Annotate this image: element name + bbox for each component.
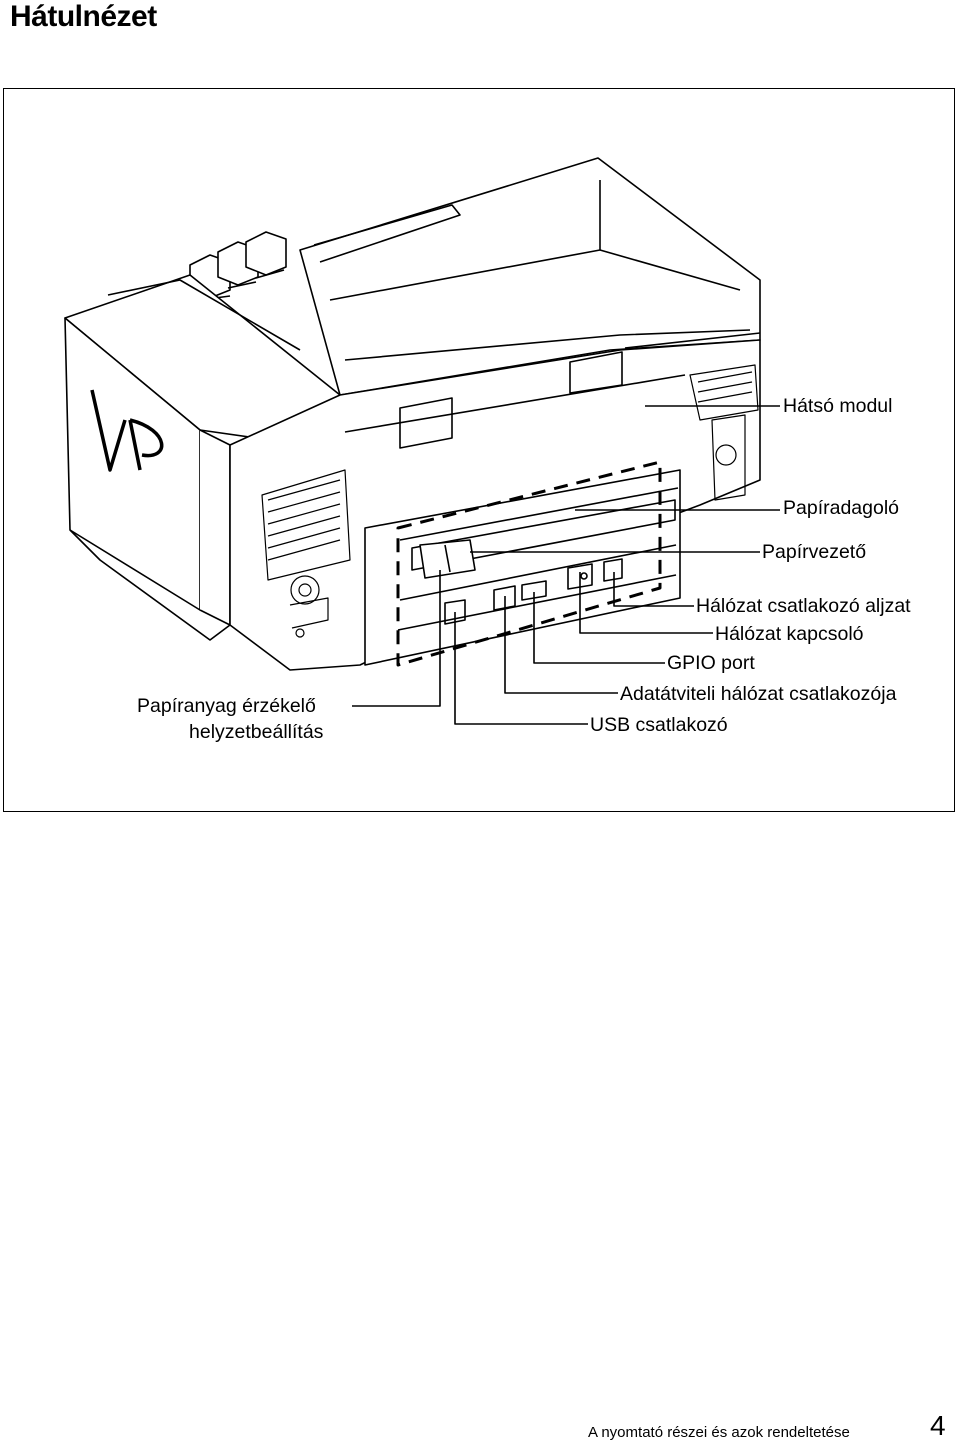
callout-paper-guide: Papírvezető	[762, 541, 867, 563]
right-vent	[689, 364, 759, 501]
callout-paper-sensor-line1: Papíranyag érzékelő	[137, 695, 316, 717]
callout-rear-module: Hátsó modul	[783, 395, 893, 417]
page-footer: A nyomtató részei és azok rendeltetése	[588, 1424, 850, 1441]
callout-network-socket: Hálózat csatlakozó aljzat	[696, 595, 911, 617]
left-housing	[64, 274, 341, 641]
vp-logo-icon	[90, 389, 164, 472]
callout-data-network-connector: Adatátviteli hálózat csatlakozója	[620, 683, 897, 705]
callout-usb-connector: USB csatlakozó	[590, 714, 728, 736]
callout-paper-feeder: Papíradagoló	[783, 497, 900, 519]
left-vent	[261, 469, 351, 638]
callout-network-switch: Hálózat kapcsoló	[715, 623, 864, 645]
page-number: 4	[930, 1410, 946, 1441]
callout-gpio-port: GPIO port	[667, 652, 755, 674]
rear-module-highlight	[396, 460, 662, 667]
page-title: Hátulnézet	[10, 0, 157, 33]
rear-module	[364, 469, 681, 666]
callout-paper-sensor-line2: helyzetbeállítás	[189, 721, 324, 743]
figure-frame	[3, 88, 955, 812]
callout-leaders	[352, 405, 780, 725]
